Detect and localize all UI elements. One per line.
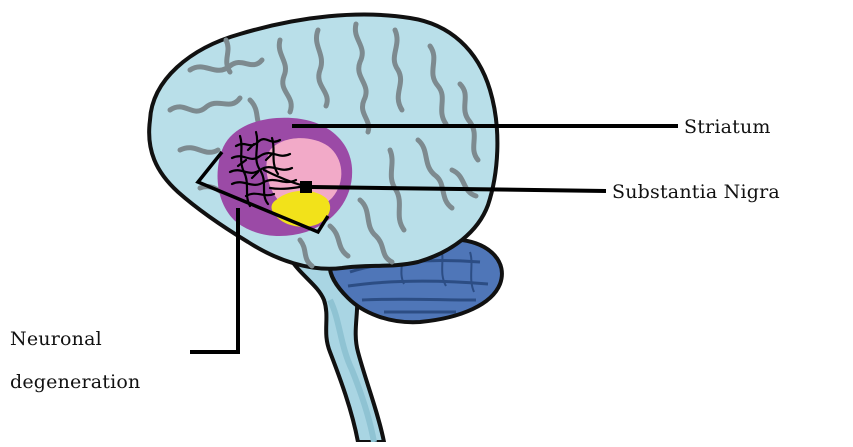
substantia-nigra-label: Substantia Nigra — [612, 181, 780, 203]
striatum-label: Striatum — [684, 116, 771, 138]
neuronal-degeneration-label-line2: degeneration — [10, 371, 141, 393]
neuronal-degeneration-label-line1: Neuronal — [10, 328, 102, 350]
substantia-nigra-marker — [300, 181, 312, 193]
